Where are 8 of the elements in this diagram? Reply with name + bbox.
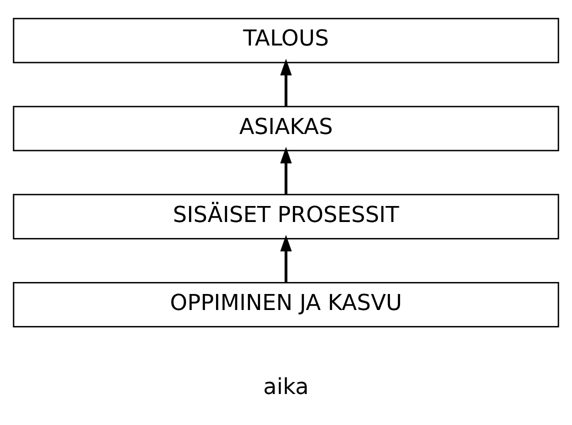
arrow xyxy=(280,234,292,283)
arrow xyxy=(280,58,292,107)
node-box: ASIAKAS xyxy=(12,106,560,152)
node-box: TALOUS xyxy=(12,18,560,64)
arrow xyxy=(280,146,292,195)
node-box: OPPIMINEN JA KASVU xyxy=(12,282,560,328)
label: aika xyxy=(263,374,309,400)
node-box: SISÄISET PROSESSIT xyxy=(12,194,560,240)
